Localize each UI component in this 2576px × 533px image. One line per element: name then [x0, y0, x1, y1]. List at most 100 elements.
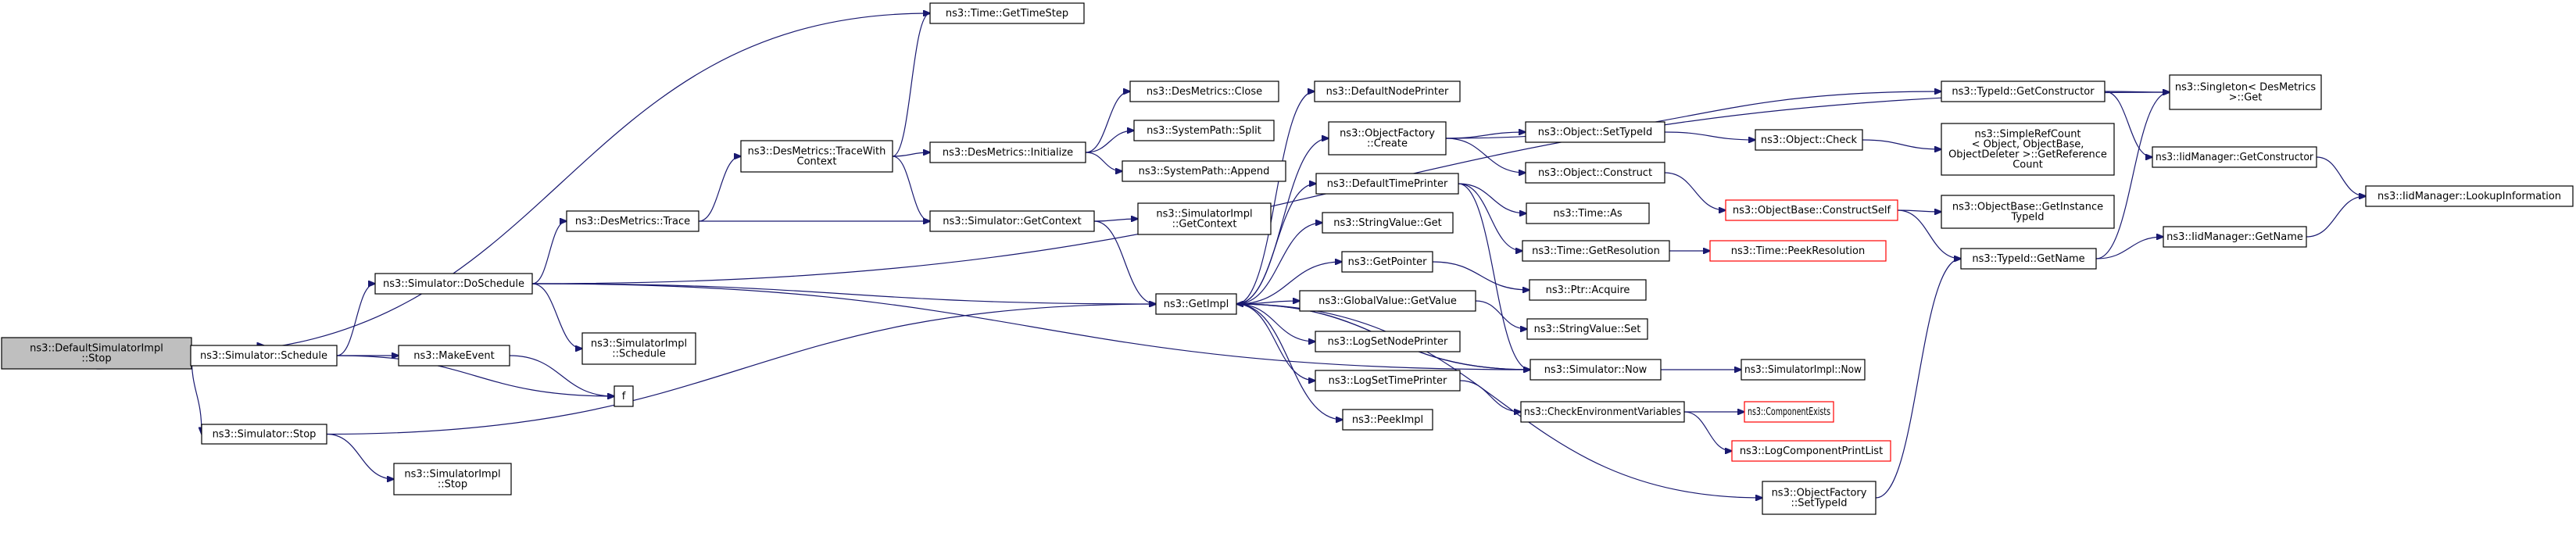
graph-node[interactable]: ns3::Simulator::DoSchedule — [374, 273, 533, 295]
edges-layer — [96, 13, 2367, 499]
graph-node[interactable]: ns3::IidManager::LookupInformation — [2365, 185, 2574, 207]
node-label: ns3::SimulatorImpl — [1156, 209, 1252, 220]
node-box — [1315, 370, 1461, 392]
call-edge — [2306, 196, 2366, 238]
node-box — [929, 210, 1095, 232]
graph-node[interactable]: ns3::Simulator::GetContext — [929, 210, 1095, 232]
node-box — [1522, 240, 1670, 262]
graph-node[interactable]: ns3::PeekImpl — [1342, 409, 1433, 431]
call-edge — [1236, 303, 1315, 342]
graph-node[interactable]: ns3::LogSetNodePrinter — [1315, 331, 1461, 352]
graph-node[interactable]: ns3::ObjectBase::ConstructSelf — [1725, 199, 1898, 221]
node-box — [566, 210, 699, 232]
graph-node[interactable]: ns3::SystemPath::Split — [1133, 120, 1275, 141]
graph-node[interactable]: ns3::DesMetrics::Trace — [566, 210, 699, 232]
node-box — [1941, 80, 2106, 102]
node-label: ns3::StringValue::Set — [1534, 324, 1641, 335]
node-box — [1, 337, 192, 370]
graph-node[interactable]: ns3::Simulator::Stop — [201, 424, 327, 445]
graph-node[interactable]: ns3::Simulator::Now — [1530, 359, 1662, 381]
node-box — [581, 332, 696, 365]
graph-node[interactable]: ns3::CheckEnvironmentVariables — [1520, 401, 1685, 423]
graph-node[interactable]: ns3::StringValue::Get — [1322, 212, 1454, 234]
graph-node[interactable]: ns3::DefaultTimePrinter — [1315, 173, 1459, 195]
graph-node[interactable]: ns3::SimulatorImpl::Stop — [393, 463, 512, 495]
graph-node[interactable]: ns3::Object::Construct — [1525, 162, 1665, 184]
call-edge — [1236, 303, 1315, 381]
graph-node[interactable]: ns3::Time::As — [1526, 202, 1650, 224]
graph-node[interactable]: ns3::TypeId::GetName — [1960, 248, 2097, 270]
graph-node[interactable]: ns3::Time::PeekResolution — [1709, 240, 1887, 262]
node-label: ns3::TypeId::GetName — [1972, 253, 2084, 265]
node-box — [1520, 401, 1685, 423]
graph-node[interactable]: ns3::SimpleRefCount< Object, ObjectBase,… — [1941, 123, 2115, 176]
graph-node[interactable]: ns3::GetPointer — [1341, 251, 1433, 273]
graph-node[interactable]: ns3::ObjectFactory::SetTypeId — [1762, 481, 1877, 515]
call-edge — [1445, 138, 1526, 173]
graph-node[interactable]: ns3::IidManager::GetName — [2163, 226, 2307, 248]
node-box — [1122, 160, 1286, 182]
graph-node[interactable]: ns3::GlobalValue::GetValue — [1299, 290, 1476, 312]
graph-node[interactable]: ns3::LogComponentPrintList — [1731, 440, 1891, 462]
node-box — [201, 424, 327, 445]
call-edge — [1085, 131, 1134, 153]
call-edge — [1897, 209, 1961, 259]
node-box — [929, 2, 1085, 24]
node-box — [1741, 359, 1866, 381]
node-box — [1709, 240, 1887, 262]
graph-node[interactable]: ns3::GetImpl — [1155, 293, 1237, 315]
graph-node[interactable]: ns3::ObjectFactory::Create — [1328, 121, 1447, 156]
node-box — [1525, 121, 1665, 143]
graph-node[interactable]: ns3::TypeId::GetConstructor — [1941, 80, 2106, 102]
call-edge — [1664, 172, 1726, 210]
call-edge — [531, 283, 1156, 304]
graph-node[interactable]: ns3::DefaultNodePrinter — [1314, 80, 1461, 102]
graph-node[interactable]: ns3::MakeEvent — [398, 345, 510, 367]
graph-node[interactable]: ns3::ComponentExists — [1744, 401, 1834, 423]
graph-node[interactable]: f — [614, 385, 634, 407]
graph-node[interactable]: ns3::Singleton< DesMetrics>::Get — [2169, 74, 2322, 110]
node-label: ns3::DesMetrics::Initialize — [943, 147, 1073, 159]
node-label: ns3::DesMetrics::Trace — [575, 216, 690, 227]
node-label: ns3::StringValue::Get — [1333, 217, 1441, 229]
graph-node[interactable]: ns3::Time::GetResolution — [1522, 240, 1670, 262]
graph-node[interactable]: ns3::SimulatorImpl::Now — [1741, 359, 1866, 381]
graph-node[interactable]: ns3::StringValue::Set — [1526, 318, 1648, 340]
node-box — [1322, 212, 1454, 234]
graph-node[interactable]: ns3::Object::Check — [1755, 129, 1863, 151]
node-box — [1328, 121, 1447, 156]
graph-node[interactable]: ns3::DesMetrics::Close — [1129, 80, 1279, 102]
call-edge — [1875, 259, 1961, 499]
graph-node[interactable]: ns3::Ptr::Acquire — [1529, 279, 1647, 301]
graph-node[interactable]: ns3::DesMetrics::Initialize — [929, 141, 1086, 163]
node-box — [393, 463, 512, 495]
node-label: ns3::MakeEvent — [413, 350, 495, 362]
node-label: ObjectDeleter >::GetReference — [1948, 149, 2107, 161]
call-edge — [191, 13, 930, 354]
node-box — [1762, 481, 1877, 515]
graph-node[interactable]: ns3::LogSetTimePrinter — [1315, 370, 1461, 392]
graph-node[interactable]: ns3::DefaultSimulatorImpl::Stop — [1, 337, 192, 370]
call-edge — [326, 433, 394, 480]
node-label: ns3::SystemPath::Split — [1147, 125, 1261, 137]
graph-node[interactable]: ns3::IidManager::GetConstructor — [2152, 146, 2317, 168]
graph-node[interactable]: ns3::Simulator::Schedule — [190, 345, 338, 367]
node-label: ns3::Simulator::DoSchedule — [383, 278, 524, 290]
graph-node[interactable]: ns3::SimulatorImpl::GetContext — [1137, 202, 1272, 235]
node-label: ns3::IidManager::LookupInformation — [2377, 191, 2561, 202]
node-label: ns3::SimulatorImpl::Now — [1744, 364, 1862, 376]
node-box — [1530, 359, 1662, 381]
call-edge — [892, 13, 930, 157]
graph-node[interactable]: ns3::SimulatorImpl::Schedule — [581, 332, 696, 365]
node-label: ns3::PeekImpl — [1352, 414, 1423, 426]
graph-node[interactable]: ns3::Object::SetTypeId — [1525, 121, 1665, 143]
node-label: ns3::GetImpl — [1164, 299, 1229, 310]
node-box — [929, 141, 1086, 163]
call-edge — [531, 221, 567, 284]
node-box — [1731, 440, 1891, 462]
graph-node[interactable]: ns3::SystemPath::Append — [1122, 160, 1286, 182]
graph-node[interactable]: ns3::Time::GetTimeStep — [929, 2, 1085, 24]
